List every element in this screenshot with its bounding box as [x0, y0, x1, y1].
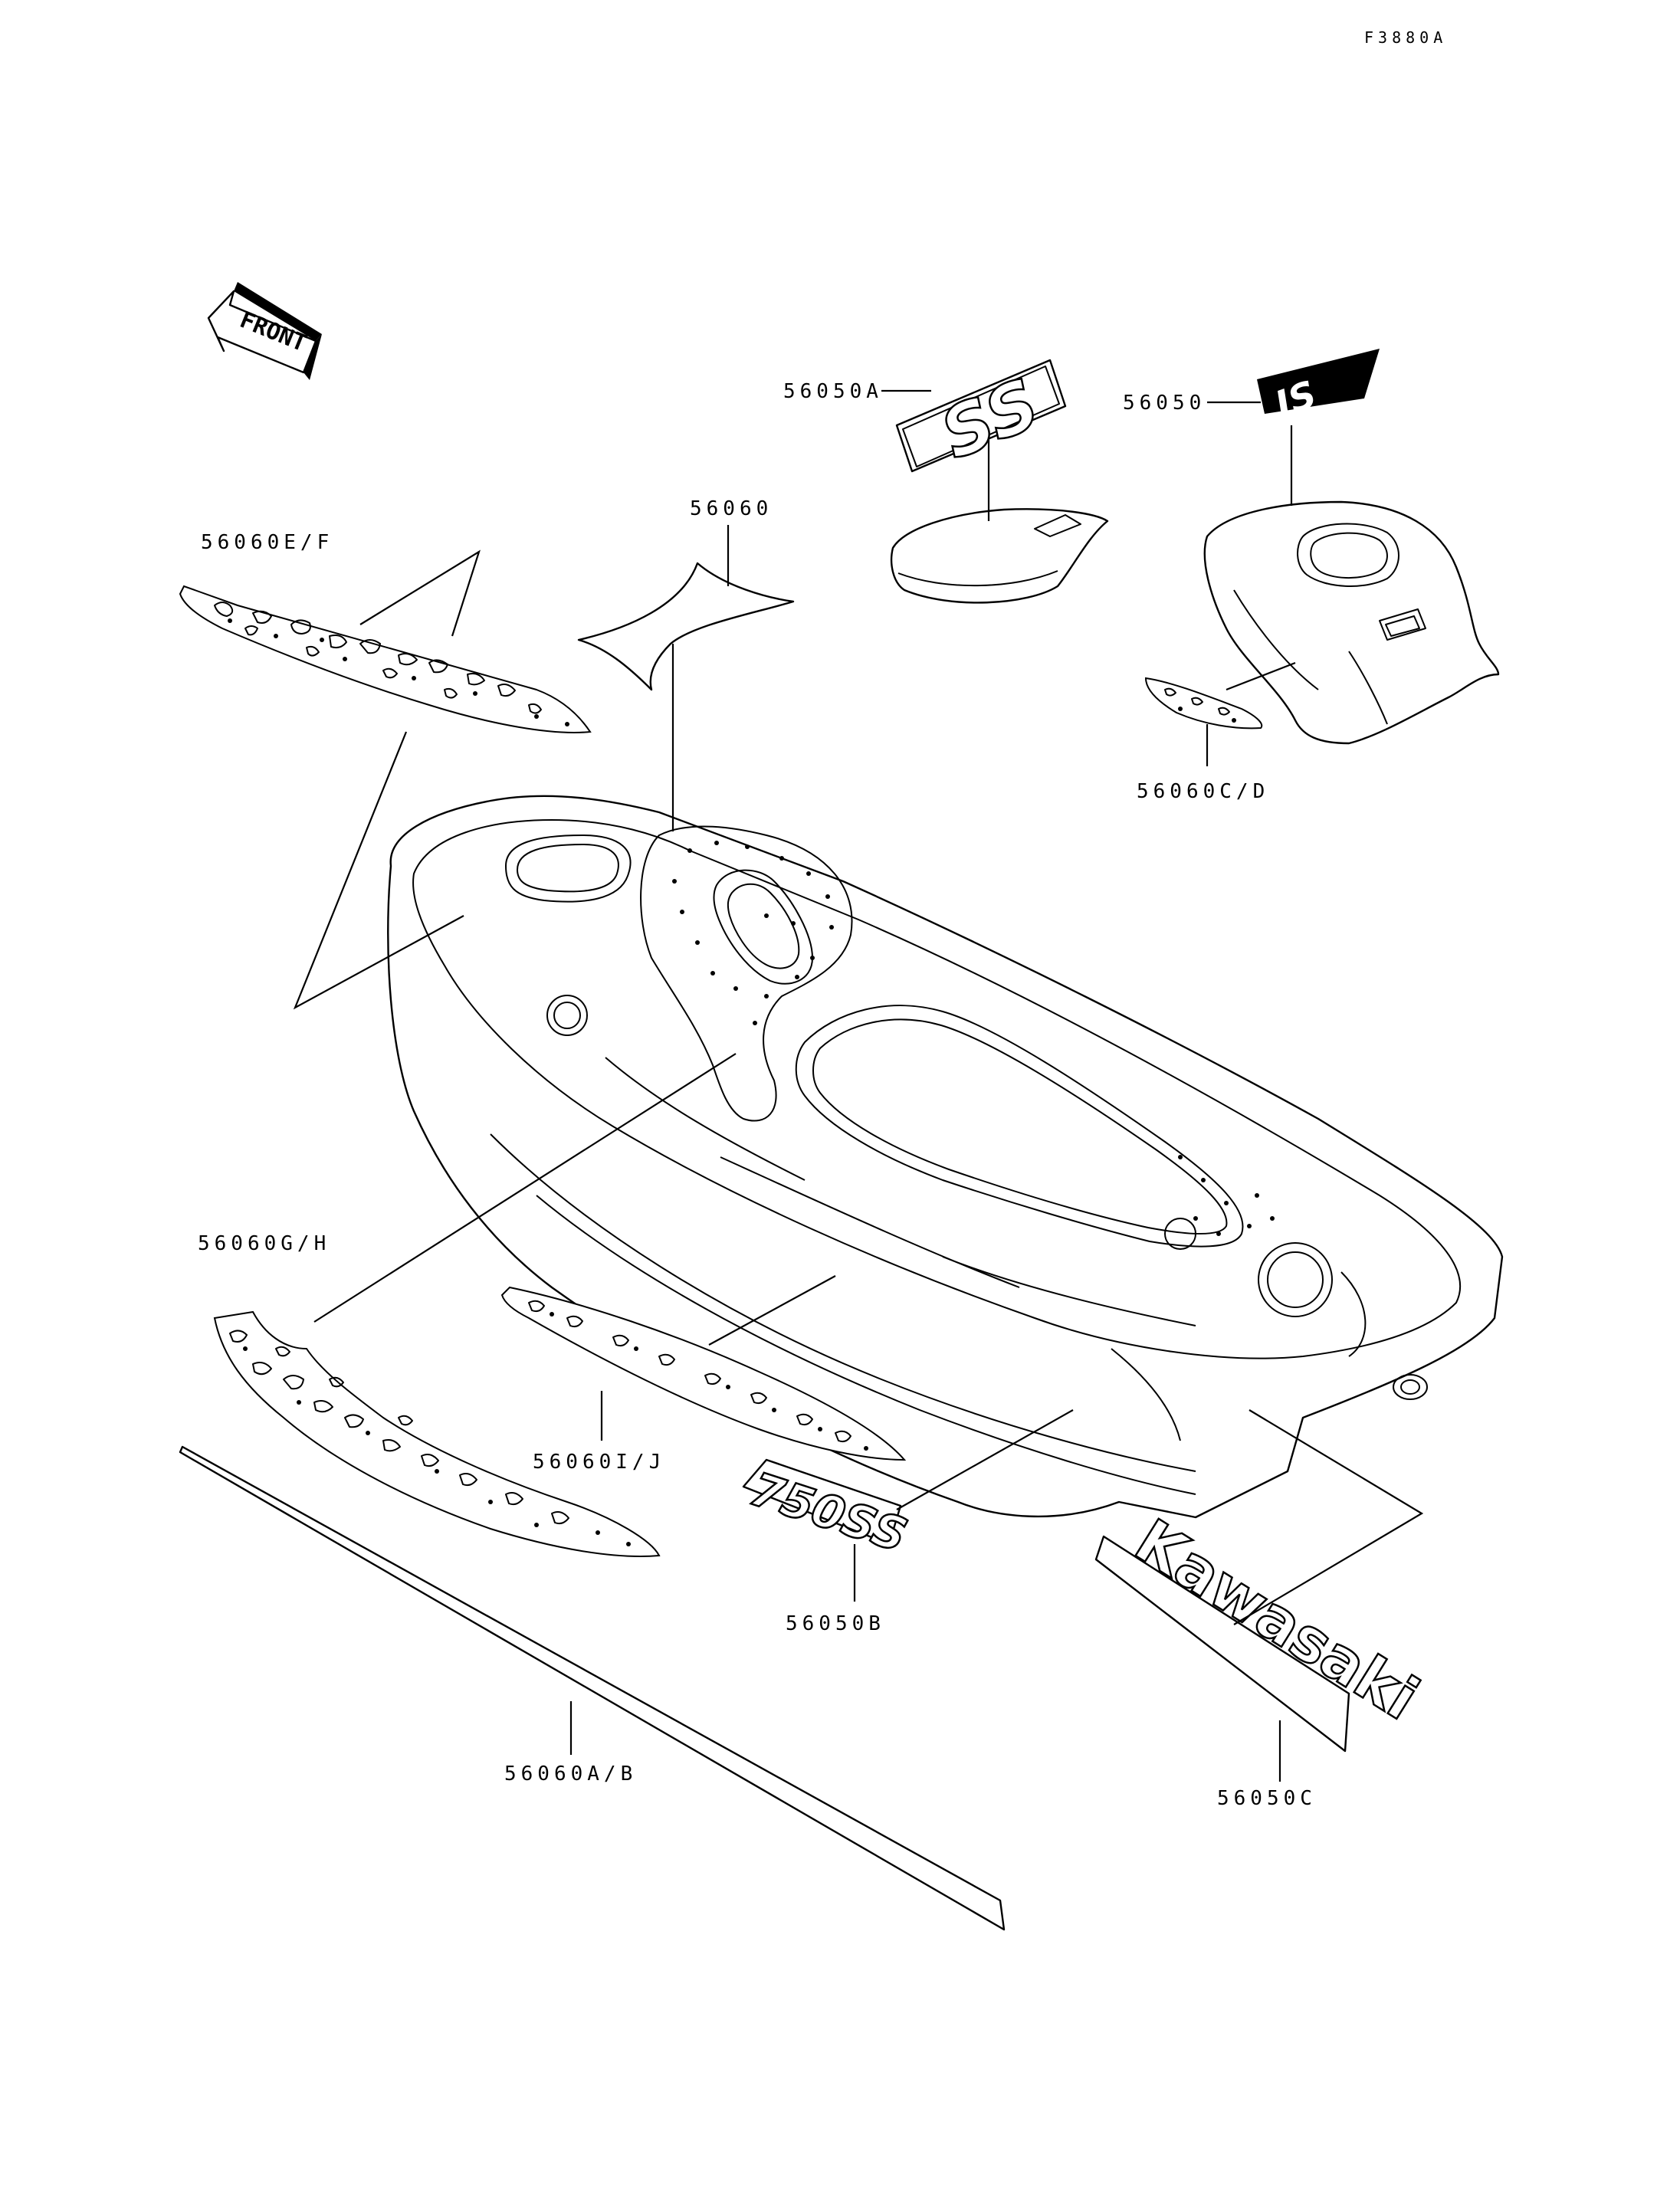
label-56060CD: 56060C/D	[1137, 780, 1269, 803]
model-decal-text: 750SS	[743, 1462, 913, 1562]
steering-cover-outline	[1203, 500, 1500, 745]
label-56050B: 56050B	[786, 1612, 885, 1635]
kawasaki-decal-text: Kawasaki	[1123, 1507, 1429, 1733]
seat-top-decal	[577, 562, 795, 691]
label-56060IJ: 56060I/J	[533, 1451, 665, 1474]
seat-outline	[890, 508, 1109, 604]
label-56060GH: 56060G/H	[198, 1232, 330, 1255]
js-logo-decal: JS	[1257, 349, 1380, 429]
kawasaki-decal: Kawasaki	[1094, 1506, 1431, 1753]
camo-decal-ef	[179, 585, 592, 733]
camo-decal-ij	[500, 1286, 907, 1461]
hull-outline	[387, 795, 1504, 1519]
label-56060EF: 56060E/F	[201, 531, 333, 554]
long-stripe-decal	[179, 1445, 1006, 1931]
label-56050: 56050	[1123, 392, 1206, 415]
label-56050C: 56050C	[1217, 1787, 1317, 1810]
label-56050A: 56050A	[783, 380, 883, 403]
ss-decal: SS	[895, 359, 1067, 477]
label-56060: 56060	[690, 497, 773, 520]
leader-lines	[293, 389, 1424, 1782]
camo-decal-gh	[213, 1310, 661, 1557]
figure-code: F3880A	[1364, 28, 1447, 47]
camo-decal-cd	[1144, 677, 1263, 730]
front-arrow-icon: FRONT	[207, 282, 322, 380]
label-56060AB: 56060A/B	[504, 1763, 637, 1785]
